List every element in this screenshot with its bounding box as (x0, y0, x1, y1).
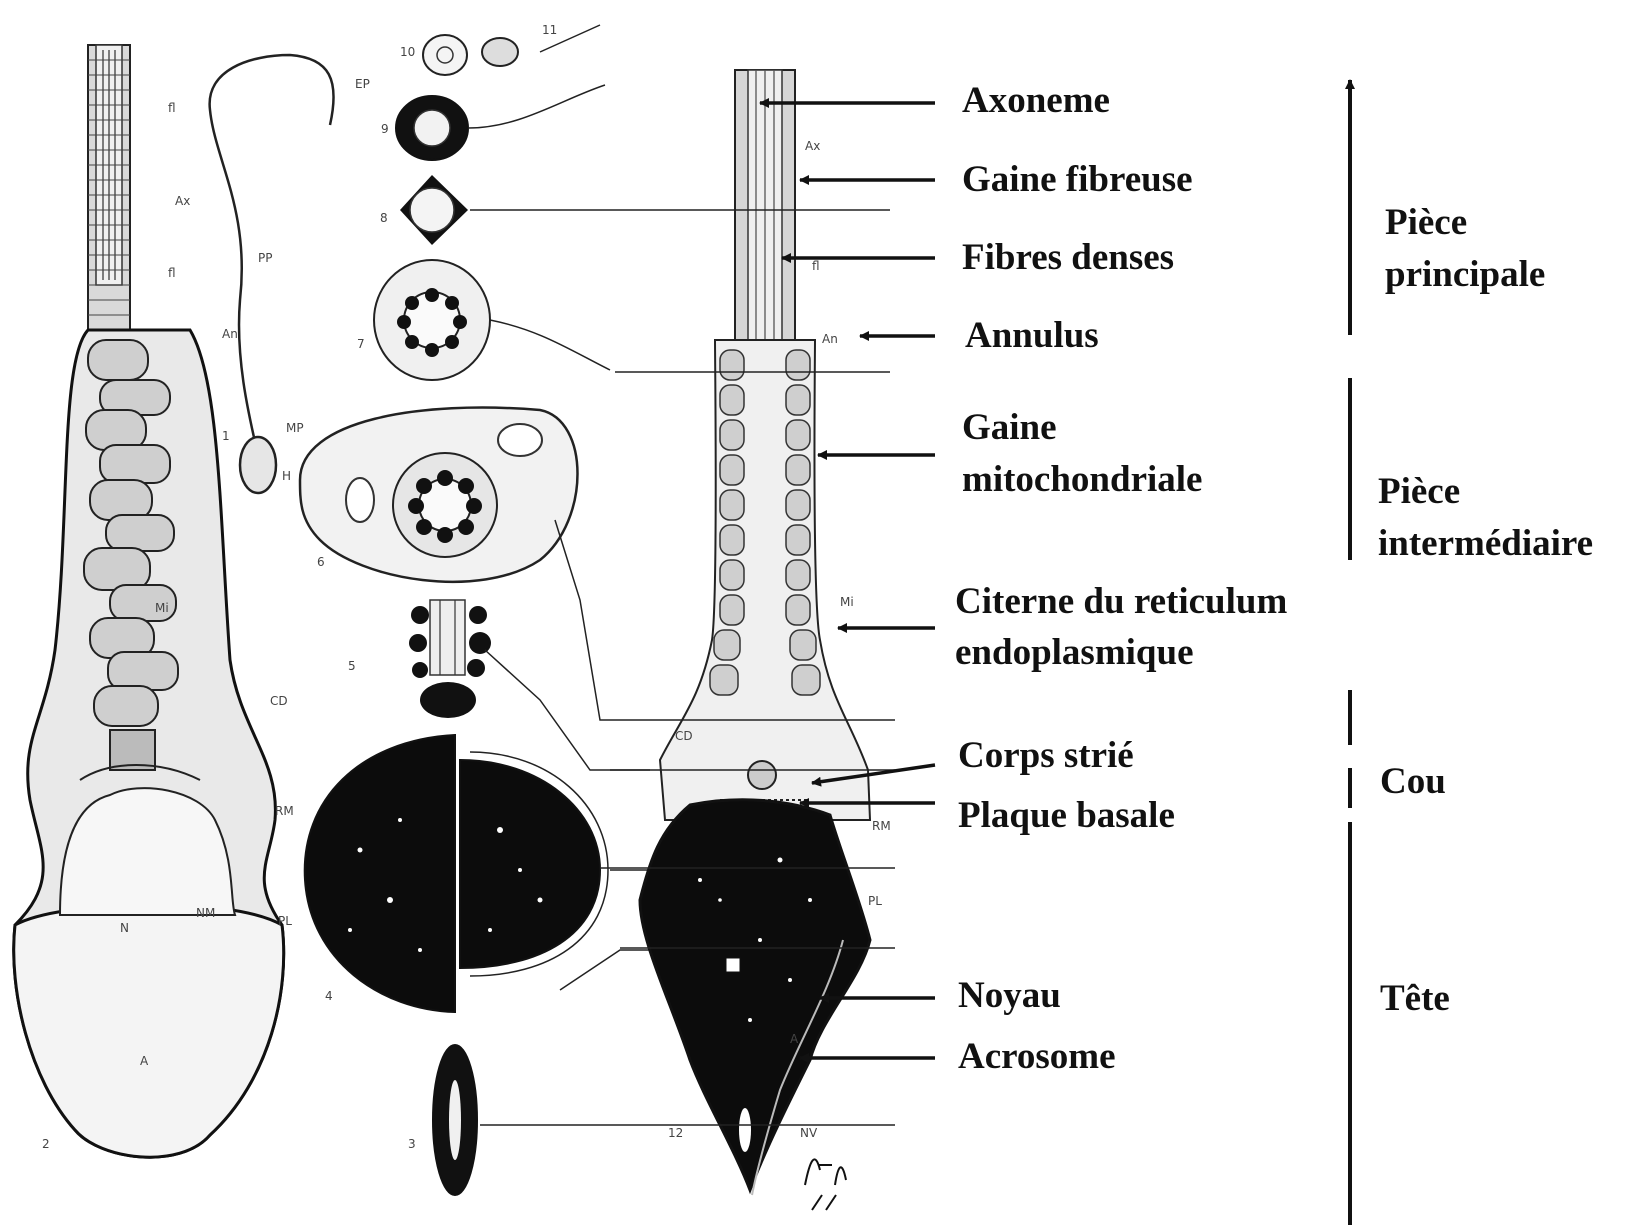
svg-text:A: A (790, 1032, 799, 1046)
sperm-3d-drawing (14, 45, 284, 1157)
label-plaque-basale: Plaque basale (958, 791, 1175, 841)
artist-signature (805, 1159, 846, 1210)
label-gaine-fibreuse: Gaine fibreuse (962, 155, 1193, 205)
label-corps-strie: Corps strié (958, 731, 1134, 781)
label-endoplasmique: endoplasmique (955, 628, 1194, 678)
segment-principale: principale (1385, 249, 1545, 301)
svg-text:1: 1 (222, 429, 230, 443)
svg-text:CD: CD (675, 729, 693, 743)
nuclear-vacuole (739, 1108, 751, 1152)
svg-text:9: 9 (381, 122, 389, 136)
segment-piece-2: Pièce (1378, 466, 1460, 518)
svg-text:An: An (822, 332, 838, 346)
svg-text:3: 3 (408, 1137, 416, 1151)
label-citerne: Citerne du reticulum (955, 577, 1287, 627)
label-axoneme: Axoneme (962, 76, 1110, 126)
longitudinal-section (600, 70, 895, 1195)
label-annulus: Annulus (965, 311, 1099, 361)
svg-text:NV: NV (800, 1126, 818, 1140)
segment-intermediaire: intermédiaire (1378, 518, 1593, 570)
svg-text:6: 6 (317, 555, 325, 569)
svg-text:10: 10 (400, 45, 415, 59)
svg-text:Ax: Ax (175, 194, 190, 208)
svg-text:RM: RM (275, 804, 294, 818)
svg-text:Mi: Mi (155, 601, 169, 615)
svg-text:EP: EP (355, 77, 370, 91)
svg-text:PP: PP (258, 251, 272, 265)
segment-piece-1: Pièce (1385, 197, 1467, 249)
striated-body (748, 761, 776, 789)
svg-text:Ax: Ax (805, 139, 820, 153)
svg-text:An: An (222, 327, 238, 341)
svg-text:fl: fl (168, 266, 176, 280)
svg-text:PL: PL (868, 894, 882, 908)
svg-text:RM: RM (872, 819, 891, 833)
label-noyau: Noyau (958, 971, 1061, 1021)
label-gaine: Gaine (962, 403, 1057, 453)
whole-sperm-head (240, 437, 276, 493)
svg-text:5: 5 (348, 659, 356, 673)
svg-text:8: 8 (380, 211, 388, 225)
svg-text:A: A (140, 1054, 149, 1068)
midpiece (660, 340, 870, 820)
label-mitochondriale: mitochondriale (962, 455, 1202, 505)
acrosome-cap (14, 904, 284, 1157)
svg-text:MP: MP (286, 421, 304, 435)
label-acrosome: Acrosome (958, 1032, 1116, 1082)
svg-text:2: 2 (42, 1137, 50, 1151)
svg-text:NM: NM (196, 906, 215, 920)
segment-tete: Tête (1380, 973, 1450, 1025)
svg-text:PL: PL (278, 914, 292, 928)
svg-text:7: 7 (357, 337, 365, 351)
cross-sections (300, 25, 660, 1195)
svg-text:11: 11 (542, 23, 557, 37)
segment-cou: Cou (1380, 756, 1446, 808)
svg-text:4: 4 (325, 989, 333, 1003)
svg-text:H: H (282, 469, 291, 483)
svg-text:12: 12 (668, 1126, 683, 1140)
svg-text:CD: CD (270, 694, 288, 708)
svg-text:fl: fl (168, 101, 176, 115)
label-fibres-denses: Fibres denses (962, 233, 1174, 283)
svg-text:N: N (120, 921, 129, 935)
connecting-piece (110, 730, 155, 770)
svg-text:Mi: Mi (840, 595, 854, 609)
svg-text:fl: fl (812, 259, 820, 273)
